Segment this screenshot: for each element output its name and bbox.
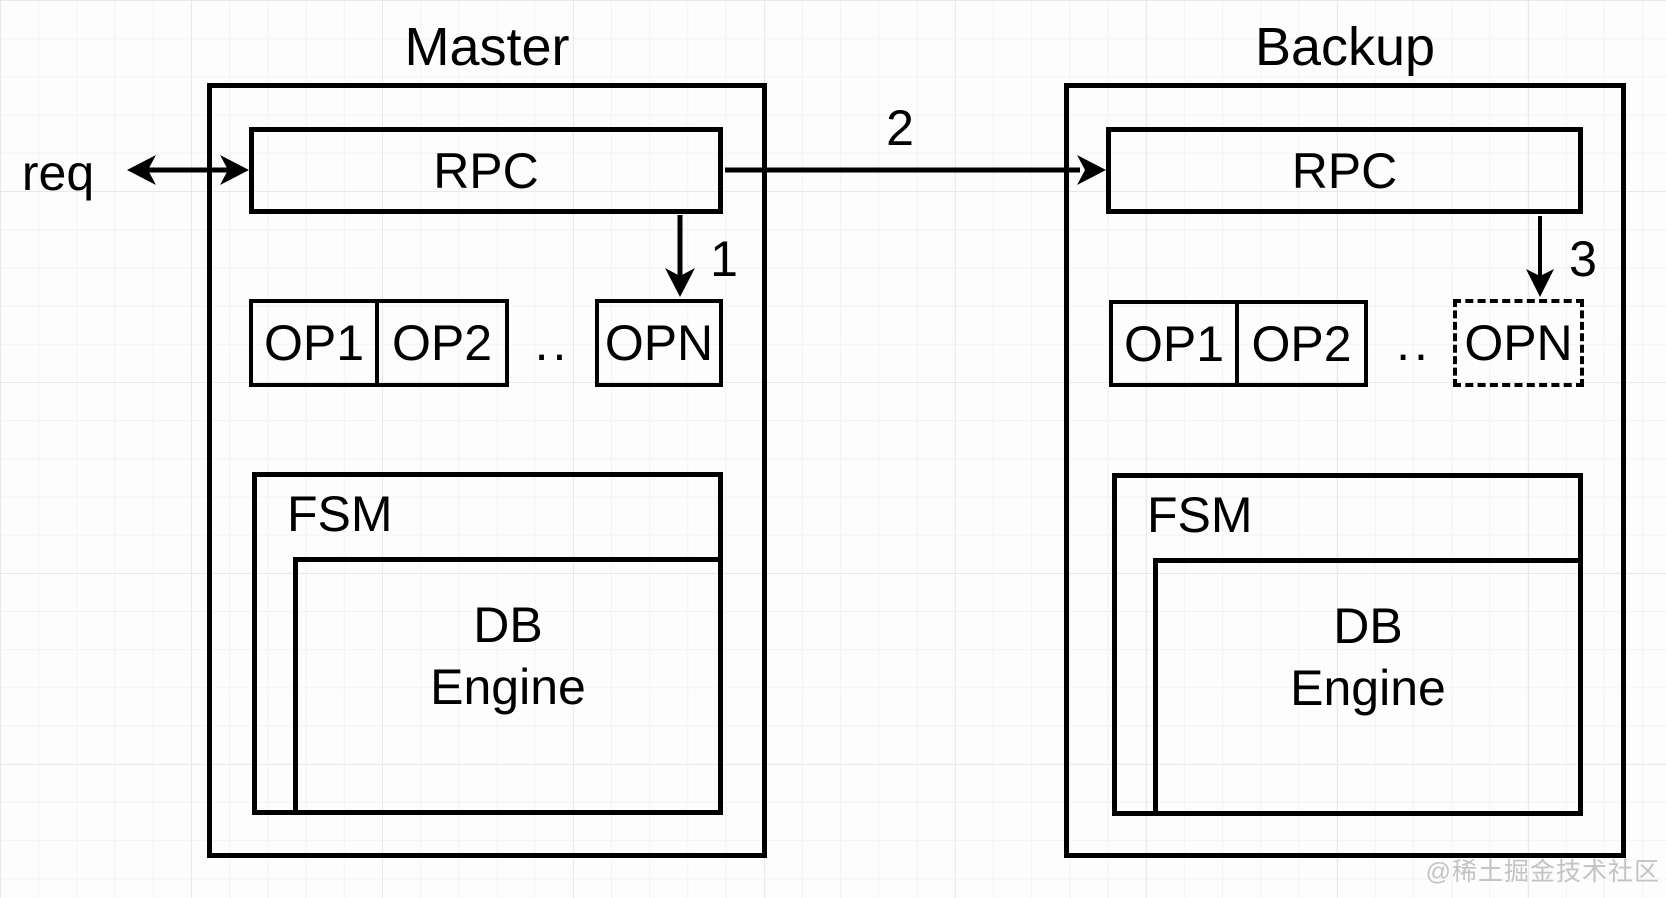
master-db-engine-label-line2: Engine (430, 659, 586, 715)
step2-label: 2 (886, 100, 914, 156)
master-db-engine-box: DB Engine (293, 557, 723, 815)
master-rpc-box: RPC (249, 127, 723, 214)
step3-label: 3 (1569, 231, 1597, 287)
backup-op2-box: OP2 (1235, 300, 1368, 387)
backup-db-engine-box: DB Engine (1153, 558, 1583, 816)
master-opn-box: OPN (595, 299, 723, 387)
master-op2-box: OP2 (375, 299, 509, 387)
backup-db-engine-label-line2: Engine (1290, 660, 1446, 716)
master-title: Master (404, 17, 570, 77)
backup-fsm-label: FSM (1147, 487, 1253, 543)
backup-title: Backup (1254, 17, 1436, 77)
replicate-arrow (725, 155, 1106, 185)
master-op-ellipsis: .. (534, 315, 571, 371)
watermark: @稀土掘金技术社区 (1425, 858, 1660, 886)
backup-op-ellipsis: .. (1396, 315, 1432, 371)
master-container-box (207, 83, 767, 858)
backup-container-box (1064, 83, 1626, 858)
master-op1-box: OP1 (249, 299, 379, 387)
backup-db-engine-label-line1: DB (1333, 598, 1403, 654)
request-label: req (21, 145, 95, 201)
master-fsm-label: FSM (287, 486, 393, 542)
backup-rpc-box: RPC (1106, 127, 1583, 214)
backup-op1-box: OP1 (1109, 300, 1239, 387)
step1-label: 1 (710, 231, 738, 287)
backup-opn-box: OPN (1453, 299, 1584, 387)
master-db-engine-label-line1: DB (473, 597, 543, 653)
